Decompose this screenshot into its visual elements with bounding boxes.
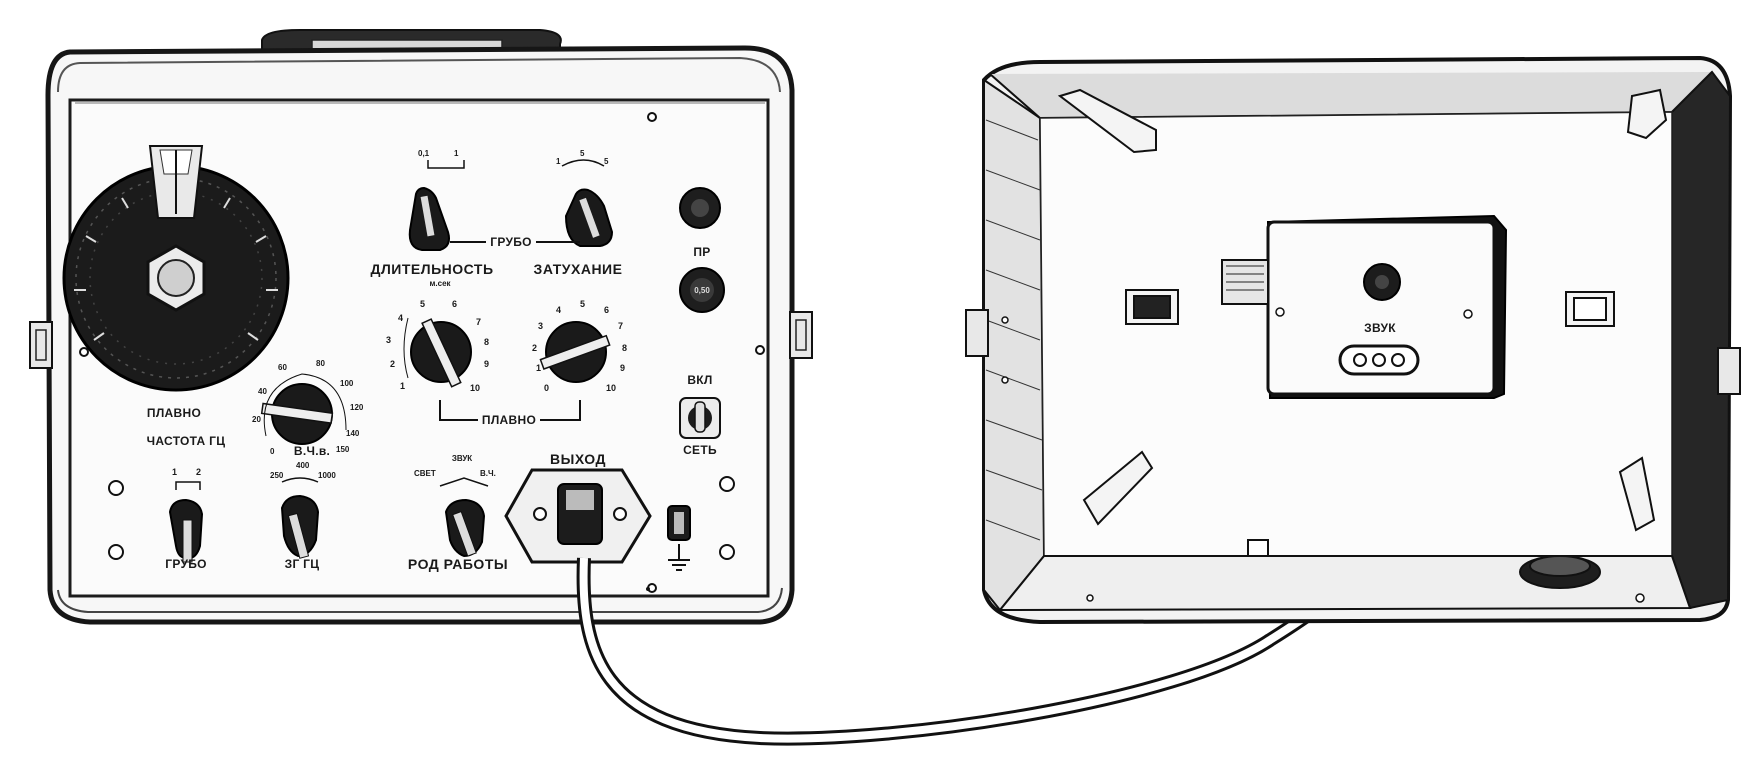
power-on-label: ВКЛ [687,373,713,387]
damp-fine-tick-8: 8 [622,343,628,353]
damp-fine-tick-6: 6 [604,305,610,315]
sound-label: ЗВУК [1364,321,1396,335]
left-latch [29,321,53,369]
duration-coarse-knob[interactable] [408,160,465,251]
multiplier-label: ЗГ ГЦ [284,557,320,571]
hf-knob[interactable] [260,373,347,445]
damp-fine-tick-0: 0 [544,383,550,393]
dur-fine-tick-9: 9 [484,359,490,369]
damping-coarse-tick-2: 5 [580,149,585,158]
fuse-label: ПР [693,245,711,259]
damp-fine-tick-4: 4 [556,305,562,315]
hf-tick-60: 60 [278,363,287,372]
damping-coarse-tick-3: 5 [604,157,609,166]
duration-label: ДЛИТЕЛЬНОСТЬ [370,261,494,277]
duration-unit: м.сек [429,279,451,288]
storage-clips [1057,88,1668,589]
dur-fine-tick-5: 5 [420,299,426,309]
hf-tick-140: 140 [346,429,360,438]
damp-fine-tick-3: 3 [538,321,544,331]
hf-knob-label: В.Ч.в. [293,444,331,458]
damping-coarse-tick-1: 1 [556,157,561,166]
mult-tick-1000: 1000 [318,471,336,480]
right-latch [789,311,813,359]
mode-tick-hf: В.Ч. [480,469,496,478]
mode-tick-light: СВЕТ [414,469,436,478]
dur-fine-tick-8: 8 [484,337,490,347]
duration-coarse-tick-1: 1 [454,149,459,158]
freq-coarse-tick-1: 1 [172,467,178,477]
fuse-rating: 0,50 [694,286,710,295]
damping-label: ЗАТУХАНИЕ [533,261,623,277]
hf-tick-150: 150 [336,445,350,454]
damping-fine-knob[interactable] [539,321,611,383]
indicator-lamp [679,187,721,229]
hf-tick-120: 120 [350,403,364,412]
freq-coarse-tick-2: 2 [196,467,202,477]
freq-coarse-label: ГРУБО [165,557,207,571]
hf-tick-0: 0 [270,447,275,456]
mode-label: РОД РАБОТЫ [407,556,509,572]
sound-box-lamp [1363,263,1401,301]
dur-fine-tick-10: 10 [470,383,481,393]
ground-terminal[interactable] [667,505,691,571]
damp-fine-tick-9: 9 [620,363,626,373]
damp-fine-tick-2: 2 [532,343,538,353]
dur-fine-tick-1: 1 [400,381,406,391]
dur-fine-tick-4: 4 [398,313,404,323]
dur-fine-tick-3: 3 [386,335,392,345]
duration-coarse-tick-0: 0,1 [418,149,430,158]
output-label: ВЫХОД [550,451,606,467]
frequency-dial[interactable] [62,145,290,392]
frequency-label: ЧАСТОТА ГЦ [146,434,226,448]
mains-label: СЕТЬ [683,443,717,457]
dur-fine-tick-7: 7 [476,317,482,327]
output-connector[interactable] [504,468,652,564]
fine-label: ПЛАВНО [481,413,537,427]
damp-fine-tick-7: 7 [618,321,624,331]
mult-tick-250: 250 [270,471,284,480]
hf-tick-40: 40 [258,387,267,396]
power-switch[interactable] [679,397,721,439]
mult-tick-400: 400 [296,461,310,470]
fuse-holder[interactable] [679,267,725,313]
mode-tick-sound: ЗВУК [451,454,473,463]
duration-fine-knob[interactable] [403,317,472,388]
dur-fine-tick-2: 2 [390,359,396,369]
mode-knob[interactable] [439,477,489,558]
freq-coarse-knob[interactable] [168,481,204,563]
freq-fine-label: ПЛАВНО [146,406,202,420]
hf-tick-20: 20 [252,415,261,424]
multiplier-knob[interactable] [280,477,320,559]
coarse-label: ГРУБО [490,235,532,249]
sound-box [1221,214,1508,557]
dur-fine-tick-6: 6 [452,299,458,309]
damp-fine-tick-1: 1 [536,363,542,373]
hf-tick-80: 80 [316,359,325,368]
panel-screws [79,112,765,593]
fine-bracket [439,400,581,421]
damp-fine-tick-10: 10 [606,383,617,393]
damp-fine-tick-5: 5 [580,299,586,309]
hf-tick-100: 100 [340,379,354,388]
sound-jack-plate[interactable] [1338,344,1420,376]
